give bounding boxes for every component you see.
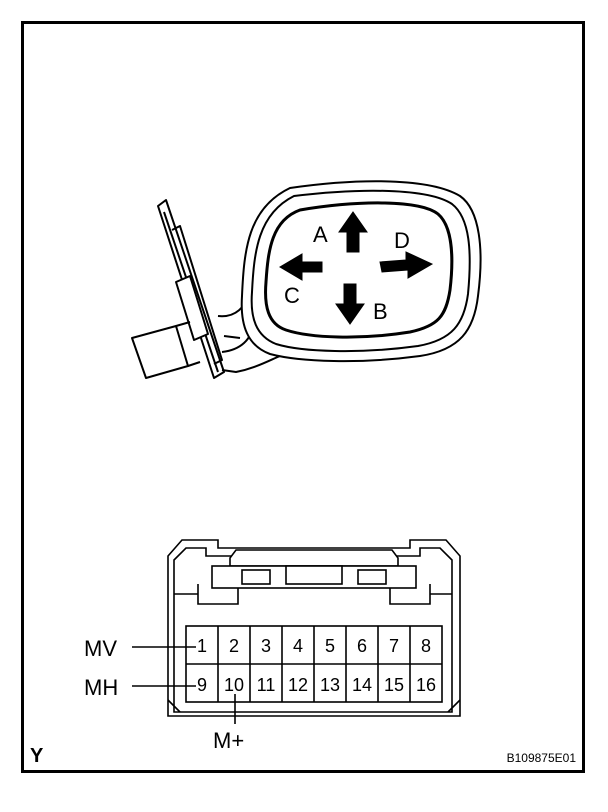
pin-number: 6 — [357, 636, 367, 656]
direction-label-a: A — [313, 222, 328, 247]
direction-label-b: B — [373, 299, 388, 324]
wire-label-mv: MV — [84, 636, 117, 661]
mirror-connector-stub — [131, 321, 201, 379]
direction-arrows — [279, 211, 434, 325]
mirror-connector — [167, 539, 461, 717]
mirror-glass — [264, 201, 454, 339]
connector-pin-grid — [185, 625, 443, 703]
connector-latch — [174, 549, 452, 605]
pin-number: 8 — [421, 636, 431, 656]
mirror-mount-bracket — [157, 199, 225, 379]
pin-number: 15 — [384, 675, 404, 695]
pin-number: 11 — [257, 675, 276, 695]
wire-label-mplus: M+ — [213, 728, 244, 753]
pin-number: 10 — [224, 675, 244, 695]
corner-mark: Y — [30, 745, 44, 767]
direction-label-d: D — [394, 228, 410, 253]
wire-label-mh: MH — [84, 675, 118, 700]
pin-number: 16 — [416, 675, 436, 695]
wire-leader-lines — [132, 646, 236, 724]
arrow-up-icon — [338, 211, 368, 253]
pin-number: 4 — [293, 636, 303, 656]
pin-number: 12 — [288, 675, 308, 695]
pin-row-2: 9 10 11 12 13 14 15 16 — [197, 675, 436, 695]
pin-number: 9 — [197, 675, 207, 695]
arrow-right-icon — [379, 251, 434, 279]
pin-number: 3 — [261, 636, 271, 656]
pin-number: 2 — [229, 636, 239, 656]
pin-number: 1 — [197, 636, 207, 656]
direction-label-c: C — [284, 283, 300, 308]
side-mirror — [131, 180, 482, 379]
pin-row-1: 1 2 3 4 5 6 7 8 — [197, 636, 431, 656]
figure-code: B109875E01 — [507, 751, 577, 765]
pin-number: 14 — [352, 675, 372, 695]
pin-number: 13 — [320, 675, 340, 695]
pin-number: 7 — [389, 636, 399, 656]
arrow-left-icon — [279, 253, 323, 281]
arrow-down-icon — [335, 283, 365, 325]
pin-number: 5 — [325, 636, 335, 656]
diagram-frame — [21, 21, 585, 773]
